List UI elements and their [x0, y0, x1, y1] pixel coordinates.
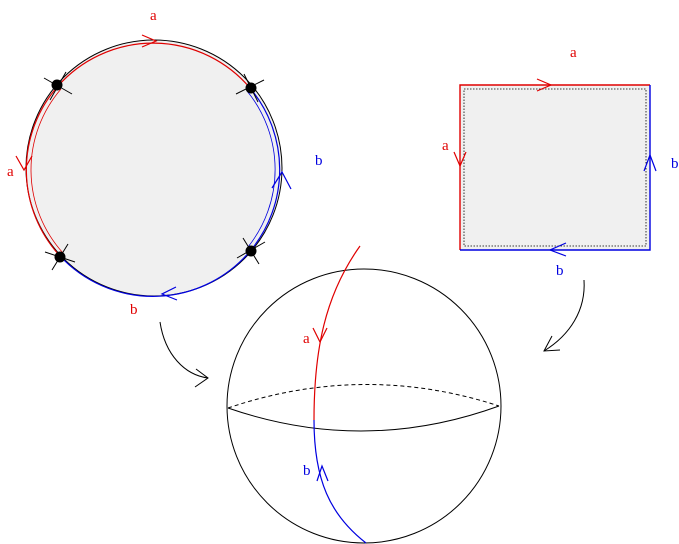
- square-arrow-a-top: [536, 78, 553, 92]
- disk-arrow-a-left: [15, 155, 33, 172]
- sphere-arrow-b: [316, 464, 329, 482]
- disk-edge-a-left-inner: [30, 88, 64, 254]
- disk-figure: a a b b: [7, 8, 323, 318]
- disk-vertex-bottom-left: [44, 243, 76, 271]
- disk-arrow-b-bottom: [160, 286, 178, 301]
- square-label-top: a: [570, 45, 577, 61]
- square-inner-dotted: [463, 88, 647, 247]
- arrow-square-to-sphere: [543, 279, 585, 352]
- disk-label-right: b: [315, 153, 323, 169]
- square-arrow-a-left: [453, 151, 467, 168]
- sphere-label-lower: b: [303, 463, 311, 479]
- disk-edge-a-top: [57, 42, 251, 89]
- arrow-disk-to-sphere-head: [194, 368, 209, 388]
- sphere-equator-back: [227, 384, 500, 409]
- square-edge-a: [459, 84, 650, 250]
- square-arrow-b-bottom: [548, 242, 567, 257]
- sphere-curve-a: [313, 245, 361, 421]
- disk-edge-b-bottom: [59, 249, 252, 297]
- square-fill: [460, 85, 650, 250]
- sphere-arrow-a: [312, 327, 328, 344]
- sphere-outline: [226, 268, 502, 544]
- square-label-left: a: [442, 138, 449, 154]
- disk-label-left: a: [7, 164, 14, 180]
- square-label-bottom: b: [556, 263, 564, 279]
- disk-edge-b-right: [249, 87, 281, 251]
- sphere-label-upper: a: [303, 331, 310, 347]
- square-arrow-b-right: [643, 153, 657, 172]
- disk-vertex-top-right: [235, 73, 265, 103]
- arrow-square-to-sphere-head: [543, 335, 561, 352]
- disk-arrow-a-top: [141, 34, 158, 48]
- square-figure: a a b b: [442, 45, 679, 279]
- disk-vertex-top-left: [43, 71, 73, 101]
- sphere-curve-b: [313, 419, 367, 544]
- arrow-disk-to-sphere: [159, 321, 209, 379]
- square-edge-b: [460, 85, 651, 251]
- disk-vertex-bottom-right: [236, 237, 266, 265]
- disk-label-bottom: b: [130, 302, 138, 318]
- disk-label-top: a: [150, 8, 157, 24]
- transition-arrows: [159, 279, 585, 388]
- sphere-equator-front: [227, 405, 500, 432]
- square-label-right: b: [671, 156, 679, 172]
- disk-arrow-b-right: [271, 170, 292, 190]
- sphere-figure: a b: [226, 245, 502, 544]
- disk-edge-a-left: [25, 85, 61, 257]
- disk-edge-b-right-inner: [246, 90, 276, 248]
